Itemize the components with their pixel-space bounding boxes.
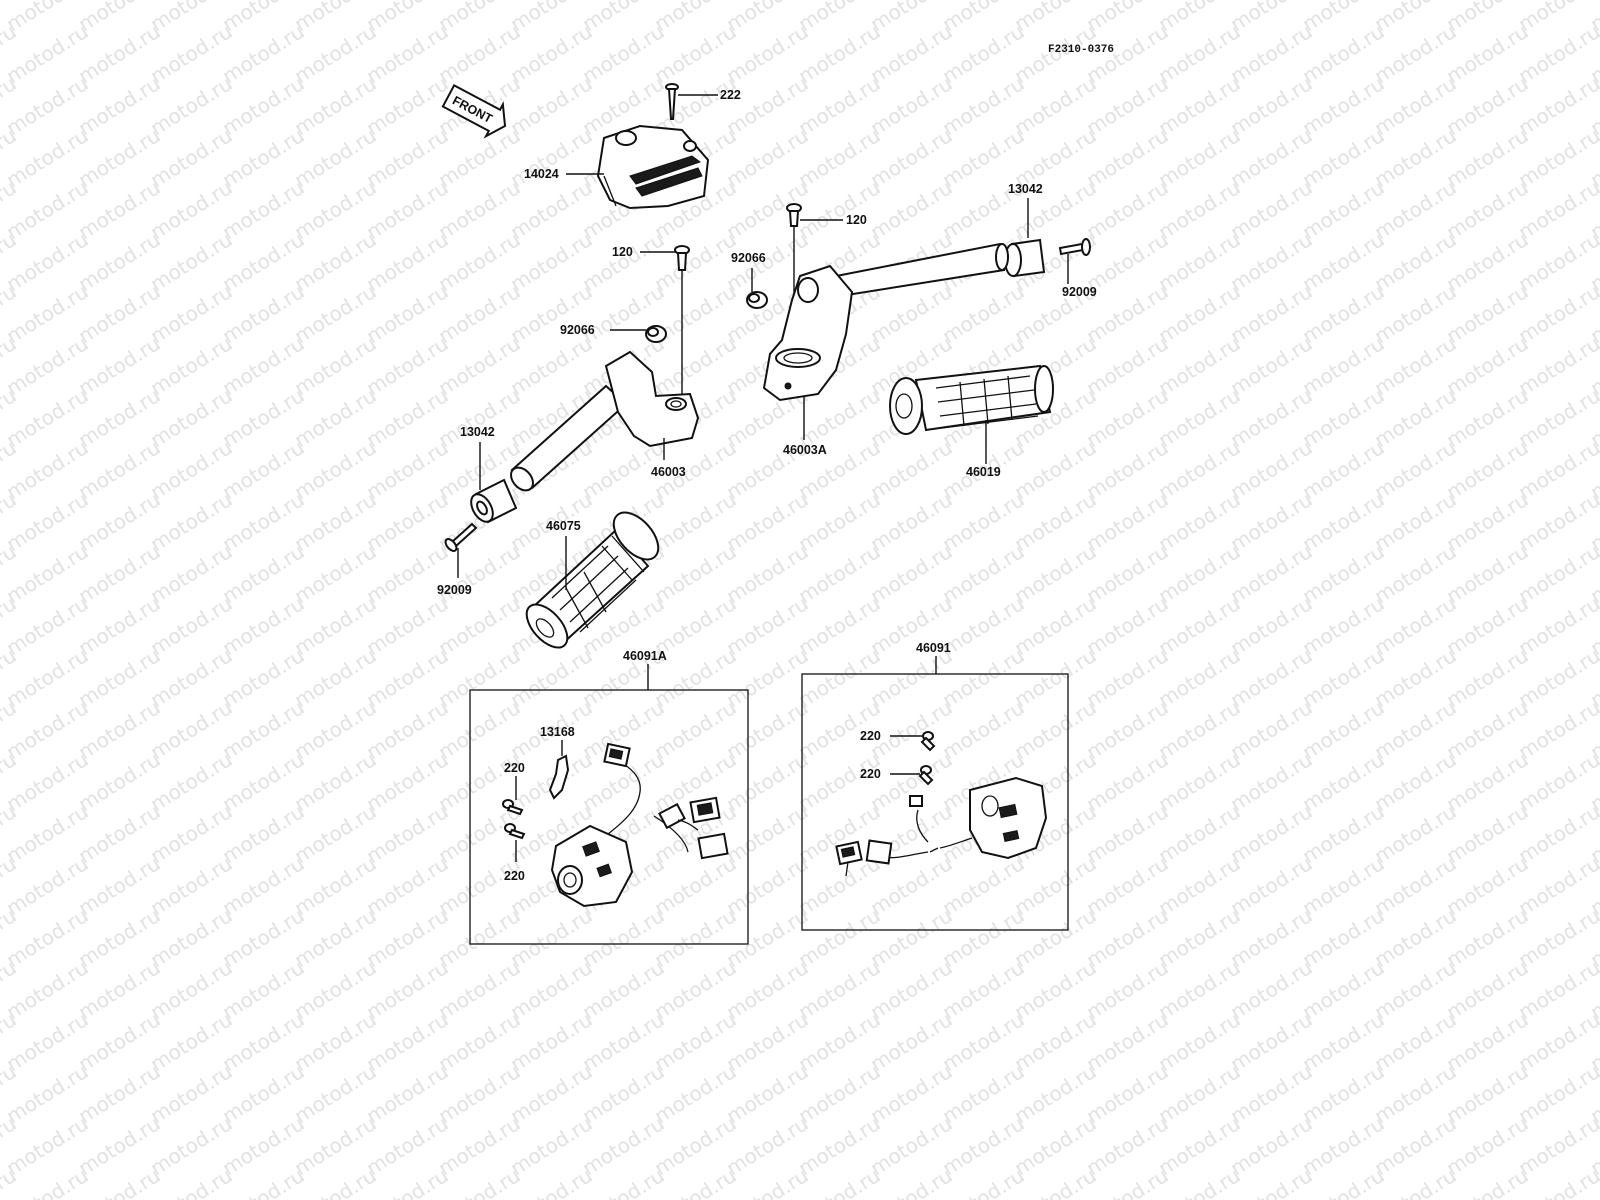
label-13042-right: 13042: [1008, 182, 1043, 196]
clip-13168: 13168: [540, 725, 575, 800]
label-46003: 46003: [651, 465, 686, 479]
right-switch-housing: [835, 776, 1048, 877]
label-46091: 46091: [916, 641, 951, 655]
label-92066-left: 92066: [560, 323, 595, 337]
end-weight-13042-left: 13042: [460, 425, 518, 524]
label-120-right: 120: [846, 213, 867, 227]
switch-assembly-46091: 46091 220 220: [801, 641, 1069, 931]
label-92009-right: 92009: [1062, 285, 1097, 299]
screw-220-c: 220: [860, 729, 936, 752]
diagram-code: F2310-0376: [1048, 44, 1114, 56]
screw-92009-left: 92009: [437, 522, 478, 597]
handlebar-46003: 46003: [510, 350, 700, 492]
cover-14024: 14024: [524, 124, 710, 210]
label-92066-right: 92066: [731, 251, 766, 265]
label-46091A: 46091A: [623, 649, 667, 663]
grip-46019-ribs: [935, 375, 1039, 429]
label-222: 222: [720, 88, 741, 102]
screw-220-a: 220: [502, 761, 525, 816]
label-120-left: 120: [612, 245, 633, 259]
label-220-a: 220: [504, 761, 525, 775]
label-220-b: 220: [504, 869, 525, 883]
bolt-120-left: 120: [612, 245, 690, 394]
switch-assembly-46091A: 46091A 13168 220 220: [469, 649, 749, 945]
label-13042-left: 13042: [460, 425, 495, 439]
cap-92066-left: 92066: [560, 323, 667, 343]
end-weight-13042-right: 13042: [1004, 182, 1046, 278]
screw-220-d: 220: [860, 765, 934, 786]
label-220-d: 220: [860, 767, 881, 781]
label-92009-left: 92009: [437, 583, 472, 597]
grip-46075-ribs: [551, 545, 637, 633]
cap-92066-right: 92066: [731, 251, 768, 309]
grip-46075: 46075: [525, 511, 660, 649]
label-46019: 46019: [966, 465, 1001, 479]
label-220-c: 220: [860, 729, 881, 743]
label-46003A: 46003A: [783, 443, 827, 457]
label-46075: 46075: [546, 519, 581, 533]
screw-92009-right: 92009: [1058, 238, 1097, 299]
left-switch-housing: [550, 742, 729, 908]
label-14024: 14024: [524, 167, 559, 181]
screw-220-b: 220: [504, 823, 526, 883]
label-13168: 13168: [540, 725, 575, 739]
grip-46019: 46019: [889, 364, 1054, 479]
bolt-222: 222: [665, 83, 741, 120]
handlebar-46003A: 46003A: [762, 242, 1009, 457]
